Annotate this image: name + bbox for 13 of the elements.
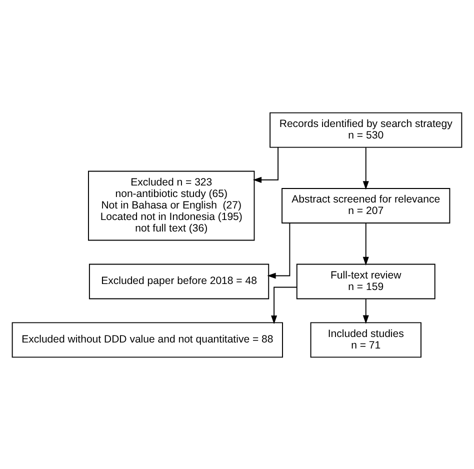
arrow: [271, 286, 298, 324]
node-box: Included studies n = 71: [310, 322, 422, 358]
arrow: [252, 146, 279, 182]
arrow: [362, 298, 369, 324]
arrow: [362, 146, 369, 190]
arrow: [267, 222, 290, 278]
node-box: Excluded n = 323 non-antibiotic study (65) Not in Bahasa or English (27) Located not in Indonesia (195) not full text (36): [88, 170, 255, 240]
node-box: Excluded without DDD value and not quantitative = 88: [12, 322, 283, 358]
node-box: Records identified by search strategy n = 530: [270, 112, 462, 148]
node-box: Abstract screened for relevance n = 207: [282, 188, 450, 223]
node-box: Full-text review n = 159: [296, 263, 436, 299]
arrow: [362, 222, 369, 265]
node-box: Excluded paper before 2018 = 48: [88, 263, 270, 299]
